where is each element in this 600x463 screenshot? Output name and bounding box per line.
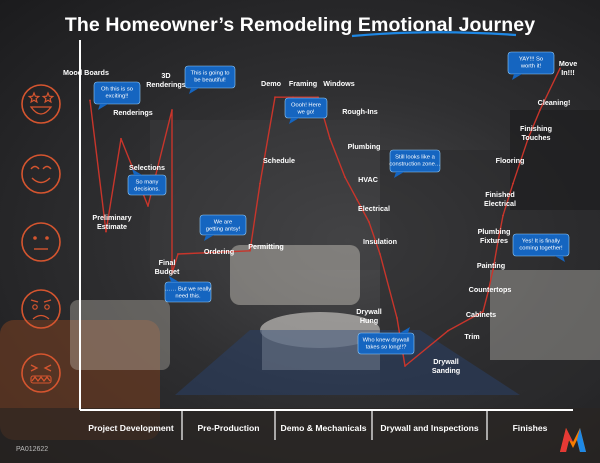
point-label: Insulation: [363, 237, 397, 246]
data-point: [120, 137, 122, 140]
point-label: Framing: [289, 79, 317, 88]
point-label: Trim: [464, 332, 479, 341]
point-label: Electrical: [358, 204, 390, 213]
data-point: [344, 176, 346, 179]
data-point: [482, 310, 484, 313]
phase-label: Pre-Production: [197, 423, 259, 433]
data-point: [259, 182, 261, 185]
worried-face-icon: [21, 289, 61, 329]
data-point: [292, 96, 294, 99]
document-code: PA012622: [16, 446, 49, 453]
phase-label: Demo & Mechanicals: [281, 423, 367, 433]
data-point: [404, 365, 406, 367]
point-label: Plumbing: [348, 142, 381, 151]
data-point: [368, 221, 370, 223]
data-point: [317, 96, 319, 99]
point-label: Rough-Ins: [342, 107, 378, 116]
point-label: Painting: [477, 261, 505, 270]
data-point: [249, 249, 251, 252]
point-label: Ordering: [204, 247, 234, 256]
point-label: Permitting: [248, 242, 284, 251]
point-label: HVAC: [358, 175, 378, 184]
phase-label: Drywall and Inspections: [380, 423, 479, 433]
data-point: [497, 240, 499, 243]
data-point: [492, 269, 494, 271]
data-point: [171, 272, 173, 275]
point-label: Schedule: [263, 156, 295, 165]
data-point: [447, 329, 449, 332]
data-point: [274, 96, 276, 99]
data-point: [356, 198, 358, 201]
data-point: [559, 67, 561, 70]
data-point: [329, 137, 331, 140]
data-point: [396, 317, 398, 319]
phase-label: Finishes: [513, 423, 548, 433]
data-point: [105, 230, 107, 233]
smiling-face-icon: [21, 154, 61, 194]
title-text: The Homeowner’s Remodeling Emotional Jou…: [64, 14, 536, 36]
m-logo-icon: [560, 428, 586, 452]
point-label: Windows: [323, 79, 354, 88]
page-title: The Homeowner’s Remodeling Emotional Jou…: [0, 14, 600, 37]
data-point: [177, 253, 179, 255]
data-point: [487, 291, 489, 294]
data-point: [502, 214, 504, 217]
star-eyes-face-icon: [21, 84, 61, 124]
data-point: [512, 182, 514, 185]
data-point: [379, 253, 381, 255]
data-point: [171, 109, 173, 111]
neutral-face-icon: [21, 222, 61, 262]
phase-label: Project Development: [88, 423, 174, 433]
point-label: Renderings: [113, 108, 153, 117]
point-label: Mood Boards: [63, 68, 109, 77]
data-point: [539, 109, 541, 111]
point-label: Demo: [261, 79, 282, 88]
data-point: [527, 137, 529, 140]
point-label: Cabinets: [466, 310, 496, 319]
point-label: Selections: [129, 163, 165, 172]
data-point: [147, 205, 149, 207]
data-point: [89, 99, 91, 102]
point-label: Cleaning!: [538, 98, 571, 107]
point-label: Flooring: [496, 156, 525, 165]
point-label: Countertops: [469, 285, 512, 294]
distressed-face-icon: [21, 353, 61, 393]
title-underline: [351, 31, 517, 38]
